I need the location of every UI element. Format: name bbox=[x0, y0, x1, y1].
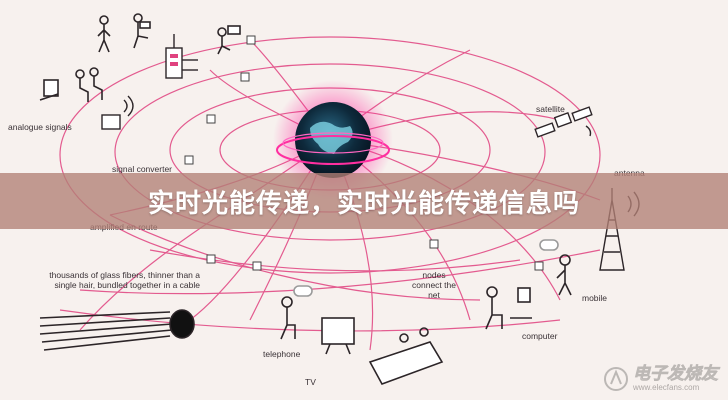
label-computer: computer bbox=[522, 331, 558, 341]
watermark-logo-icon bbox=[604, 366, 628, 391]
label-analogue-signals: analogue signals bbox=[8, 122, 72, 132]
people-top bbox=[97, 13, 241, 55]
people-couple bbox=[39, 67, 103, 102]
label-tv: TV bbox=[305, 377, 316, 387]
satellite bbox=[534, 106, 593, 138]
label-glass-fibers: thousands of glass fibers, thinner than … bbox=[49, 270, 200, 290]
banner-title: 实时光能传递，实时光能传递信息吗 bbox=[147, 188, 580, 219]
label-telephone: telephone bbox=[263, 349, 301, 359]
fiber-cable bbox=[39, 309, 195, 351]
watermark: 电子发烧友 www.elecfans.com bbox=[603, 365, 718, 392]
network-nodes bbox=[184, 35, 544, 271]
analogue-device bbox=[101, 95, 134, 130]
computer-person bbox=[485, 286, 532, 330]
globe bbox=[273, 80, 393, 200]
tower-building bbox=[165, 34, 198, 79]
watermark-url: www.elecfans.com bbox=[633, 383, 700, 392]
label-nodes: nodes connect the net bbox=[412, 270, 456, 300]
watermark-text: 电子发烧友 www.elecfans.com bbox=[633, 364, 719, 392]
label-signal-converter: signal converter bbox=[112, 164, 173, 174]
label-mobile: mobile bbox=[582, 293, 608, 303]
mobile-person bbox=[539, 239, 572, 296]
watermark-title: 电子发烧友 bbox=[633, 364, 719, 384]
tv-couch bbox=[321, 317, 444, 385]
label-satellite: satellite bbox=[536, 104, 565, 114]
title-banner: 实时光能传递，实时光能传递信息吗 bbox=[0, 173, 728, 229]
telephone-person bbox=[280, 285, 313, 340]
